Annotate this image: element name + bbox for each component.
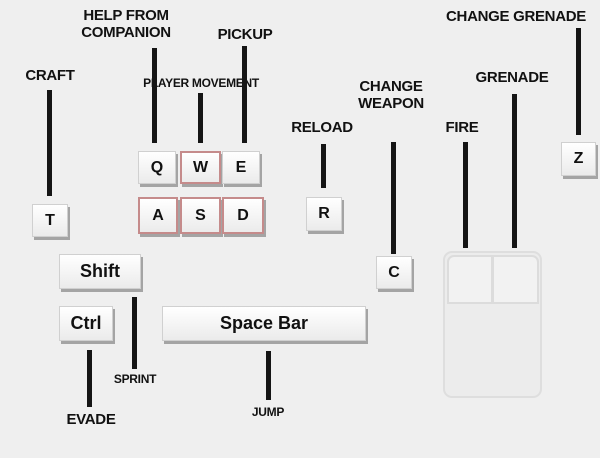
key-c: C — [376, 256, 412, 289]
label-player-movement: PLAYER MOVEMENT — [143, 76, 259, 90]
key-a: A — [138, 197, 178, 234]
line-sprint — [132, 297, 137, 369]
label-change-grenade: CHANGE GRENADE — [446, 8, 586, 25]
label-grenade: GRENADE — [475, 69, 549, 86]
mouse-right-button — [492, 255, 539, 304]
key-shift: Shift — [59, 254, 141, 289]
line-pickup — [242, 46, 247, 143]
label-reload: RELOAD — [291, 119, 353, 136]
label-craft: CRAFT — [25, 67, 75, 84]
mouse-icon — [443, 251, 542, 398]
line-change-grenade — [576, 28, 581, 135]
line-fire — [463, 142, 468, 248]
key-q: Q — [138, 151, 176, 184]
key-e: E — [222, 151, 260, 184]
line-jump — [266, 351, 271, 400]
key-d: D — [222, 197, 264, 234]
label-change-weapon: CHANGE WEAPON — [358, 78, 424, 113]
label-evade: EVADE — [66, 411, 116, 428]
key-space-bar: Space Bar — [162, 306, 366, 341]
key-z: Z — [561, 142, 596, 176]
key-r: R — [306, 197, 342, 231]
label-fire: FIRE — [445, 119, 479, 136]
key-w: W — [180, 151, 221, 184]
label-pickup: PICKUP — [217, 26, 273, 43]
line-change-weapon — [391, 142, 396, 254]
line-player-movement — [198, 93, 203, 143]
line-evade — [87, 350, 92, 407]
label-sprint: SPRINT — [113, 372, 157, 386]
label-help-from-companion: HELP FROM COMPANION — [81, 7, 171, 42]
line-craft — [47, 90, 52, 196]
label-jump: JUMP — [251, 405, 285, 419]
line-help-from-companion — [152, 48, 157, 143]
mouse-left-button — [447, 255, 493, 304]
key-t: T — [32, 204, 68, 237]
line-grenade — [512, 94, 517, 248]
key-ctrl: Ctrl — [59, 306, 113, 341]
key-s: S — [180, 197, 221, 234]
line-reload — [321, 144, 326, 188]
